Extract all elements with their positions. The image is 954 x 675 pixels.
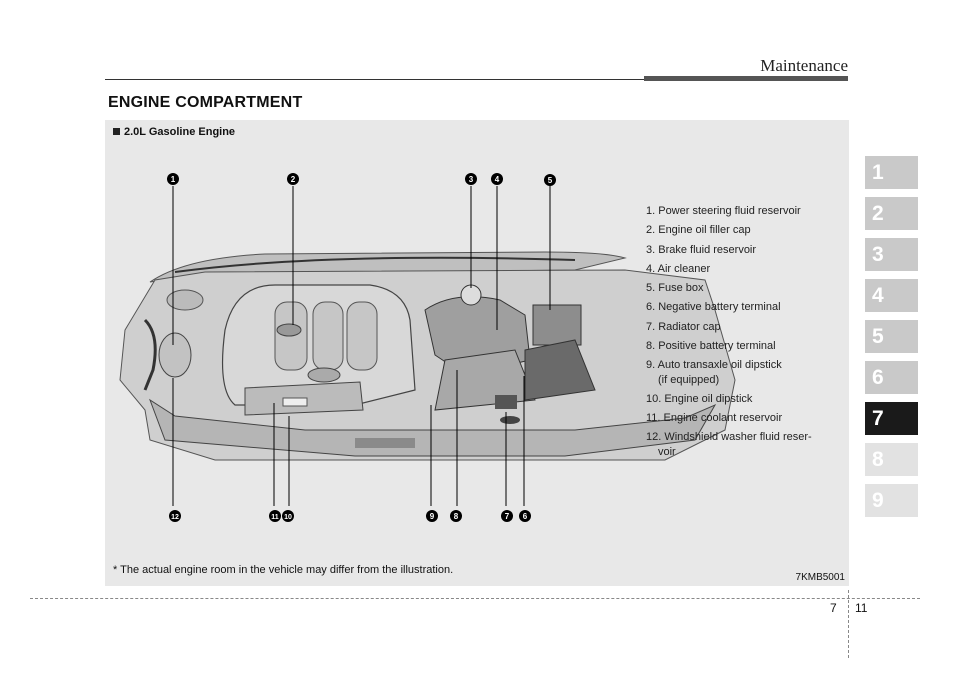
legend-item-text: 12. Windshield washer fluid reser- (646, 431, 812, 444)
svg-text:12: 12 (171, 514, 179, 521)
legend-item-text: 9. Auto transaxle oil dipstick (646, 359, 782, 372)
svg-text:10: 10 (284, 514, 292, 521)
image-code: 7KMB5001 (795, 572, 845, 583)
legend-item: 11. Engine coolant reservoir (646, 409, 812, 428)
legend-item-text: 1. Power steering fluid reservoir (646, 205, 801, 217)
header-rule (105, 79, 848, 80)
legend-item: 9. Auto transaxle oil dipstick(if equipp… (646, 356, 812, 387)
legend-item-text: 3. Brake fluid reservoir (646, 243, 757, 256)
engine-illustration: 1 2 3 4 5 12 11 10 9 8 7 6 (119, 173, 736, 522)
svg-text:2: 2 (291, 175, 296, 184)
component-legend: 1. Power steering fluid reservoir 2. Engi… (646, 202, 812, 462)
legend-item: 3. Brake fluid reservoir (646, 241, 812, 260)
svg-text:6: 6 (523, 512, 528, 521)
chapter-tab-8[interactable]: 8 (865, 443, 918, 476)
engine-subtitle: 2.0L Gasoline Engine (113, 126, 235, 138)
legend-item-text: 8. Positive battery terminal (646, 340, 776, 353)
legend-item-text: 2. Engine oil filler cap (646, 224, 751, 237)
page-chapter: 7 (830, 601, 837, 615)
legend-item: 7. Radiator cap (646, 318, 812, 337)
footnote: * The actual engine room in the vehicle … (113, 564, 454, 576)
legend-item-text: 11. Engine coolant reservoir (646, 411, 783, 424)
svg-text:3: 3 (469, 175, 474, 184)
illustration-panel: 2.0L Gasoline Engine (105, 120, 849, 586)
legend-item: 8. Positive battery terminal (646, 337, 812, 356)
legend-item-text: 5. Fuse box (646, 282, 704, 295)
footer-vertical-divider (848, 590, 849, 658)
legend-item-continuation: (if equipped) (658, 373, 720, 386)
header-bar (644, 76, 848, 81)
callout-10: 10 (282, 510, 294, 522)
chapter-tab-5[interactable]: 5 (865, 320, 918, 353)
chapter-tab-4[interactable]: 4 (865, 279, 918, 312)
chapter-tab-1[interactable]: 1 (865, 156, 918, 189)
legend-item-text: 6. Negative battery terminal (646, 301, 781, 314)
chapter-tab-9[interactable]: 9 (865, 484, 918, 517)
legend-item-text: 10. Engine oil dipstick (646, 392, 753, 405)
chapter-tab-6[interactable]: 6 (865, 361, 918, 394)
page-number: 11 (855, 601, 868, 615)
legend-item: 1. Power steering fluid reservoir (646, 202, 812, 221)
callout-8: 8 (450, 510, 462, 522)
callout-7: 7 (501, 510, 513, 522)
chapter-tab-2[interactable]: 2 (865, 197, 918, 230)
svg-text:5: 5 (548, 176, 553, 185)
legend-item: 4. Air cleaner (646, 260, 812, 279)
callout-6: 6 (519, 510, 531, 522)
chapter-tab-3[interactable]: 3 (865, 238, 918, 271)
legend-item: 2. Engine oil filler cap (646, 221, 812, 240)
callout-9: 9 (426, 510, 438, 522)
legend-item: 12. Windshield washer fluid reser-voir (646, 428, 812, 459)
chapter-tab-7[interactable]: 7 (865, 402, 918, 435)
engine-subtitle-text: 2.0L Gasoline Engine (124, 126, 236, 138)
svg-text:1: 1 (171, 175, 176, 184)
svg-text:7: 7 (505, 512, 510, 521)
svg-text:9: 9 (430, 512, 435, 521)
legend-item-text: 4. Air cleaner (646, 262, 711, 275)
legend-item: 10. Engine oil dipstick (646, 390, 812, 409)
svg-text:11: 11 (271, 514, 279, 521)
legend-item-text: 7. Radiator cap (646, 320, 721, 333)
svg-text:8: 8 (454, 512, 459, 521)
callout-1: 1 (167, 173, 179, 185)
callout-4: 4 (491, 173, 503, 185)
footer-divider (30, 598, 920, 599)
callout-11: 11 (269, 510, 281, 522)
section-title: ENGINE COMPARTMENT (108, 94, 303, 111)
legend-item: 6. Negative battery terminal (646, 298, 812, 317)
legend-item-continuation: voir (658, 445, 676, 458)
callout-3: 3 (465, 173, 477, 185)
header-title: Maintenance (760, 56, 848, 75)
svg-text:4: 4 (495, 175, 500, 184)
chapter-tabs: 1 2 3 4 5 6 7 8 9 (865, 156, 918, 525)
callout-5: 5 (544, 174, 556, 186)
square-bullet-icon (113, 128, 120, 135)
legend-item: 5. Fuse box (646, 279, 812, 298)
callout-2: 2 (287, 173, 299, 185)
callout-12: 12 (169, 510, 181, 522)
